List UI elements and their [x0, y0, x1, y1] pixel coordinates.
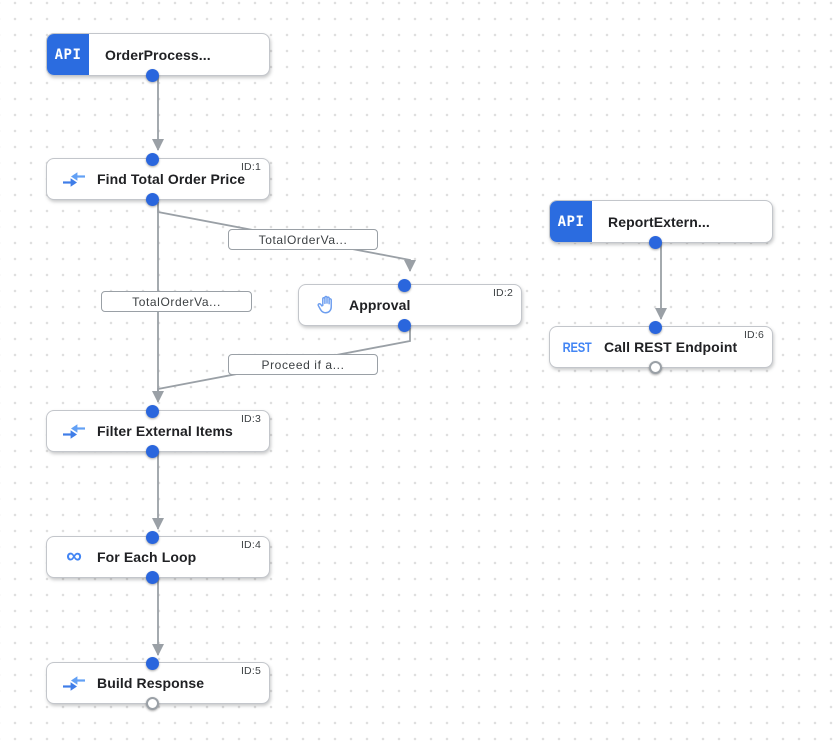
output-port-open[interactable] — [146, 696, 159, 710]
task-title: Approval — [349, 297, 411, 313]
task-id-badge: ID:4 — [240, 539, 261, 551]
task-node-find-total-order-price[interactable]: ID:1 Find Total Order Price — [46, 152, 270, 206]
trigger-node-reportextern[interactable]: API ReportExtern... — [549, 200, 773, 249]
infinity-icon: ∞ — [66, 542, 82, 568]
input-port[interactable] — [398, 278, 411, 292]
output-port[interactable] — [146, 192, 159, 206]
input-port[interactable] — [146, 152, 159, 166]
trigger-title: ReportExtern... — [608, 213, 710, 230]
output-port[interactable] — [146, 444, 159, 458]
task-id-badge: ID:5 — [240, 665, 261, 677]
output-port[interactable] — [649, 235, 662, 249]
output-port[interactable] — [398, 318, 411, 332]
edge-label-text: Proceed if a... — [261, 357, 345, 372]
input-port[interactable] — [146, 656, 159, 670]
task-title: Find Total Order Price — [97, 171, 246, 187]
task-title: Filter External Items — [97, 423, 233, 439]
task-title: For Each Loop — [97, 549, 197, 565]
data-mapping-icon — [61, 159, 87, 199]
output-port[interactable] — [146, 68, 159, 82]
task-node-filter-external-items[interactable]: ID:3 Filter External Items — [46, 404, 270, 458]
input-port[interactable] — [146, 404, 159, 418]
input-port[interactable] — [649, 320, 662, 334]
input-port[interactable] — [146, 530, 159, 544]
api-trigger-badge: API — [550, 201, 592, 242]
edge-label-text: TotalOrderVa... — [258, 232, 348, 247]
edge-label-total-order-to-approval[interactable]: TotalOrderVa... — [228, 229, 378, 250]
data-mapping-icon — [61, 411, 87, 451]
task-id-badge: ID:1 — [240, 161, 261, 173]
task-node-call-rest-endpoint[interactable]: ID:6 REST Call REST Endpoint — [549, 320, 773, 374]
task-node-build-response[interactable]: ID:5 Build Response — [46, 656, 270, 710]
task-title: Call REST Endpoint — [604, 339, 738, 355]
edge-label-proceed-if[interactable]: Proceed if a... — [228, 354, 378, 375]
task-id-badge: ID:2 — [492, 287, 513, 299]
task-id-badge: ID:6 — [743, 329, 764, 341]
edge-label-text: TotalOrderVa... — [132, 294, 221, 309]
task-id-badge: ID:3 — [240, 413, 261, 425]
trigger-node-orderprocess[interactable]: API OrderProcess... — [46, 33, 270, 82]
output-port-open[interactable] — [649, 360, 662, 374]
task-node-for-each-loop[interactable]: ID:4 ∞ For Each Loop — [46, 530, 270, 584]
output-port[interactable] — [146, 570, 159, 584]
rest-icon: REST — [562, 339, 592, 355]
task-title: Build Response — [97, 675, 205, 691]
edge-label-total-order-to-filter[interactable]: TotalOrderVa... — [101, 291, 252, 312]
api-trigger-badge: API — [47, 34, 89, 75]
task-node-approval[interactable]: ID:2 Approval — [298, 278, 522, 332]
hand-icon — [313, 285, 339, 325]
trigger-title: OrderProcess... — [105, 46, 211, 63]
data-mapping-icon — [61, 663, 87, 703]
